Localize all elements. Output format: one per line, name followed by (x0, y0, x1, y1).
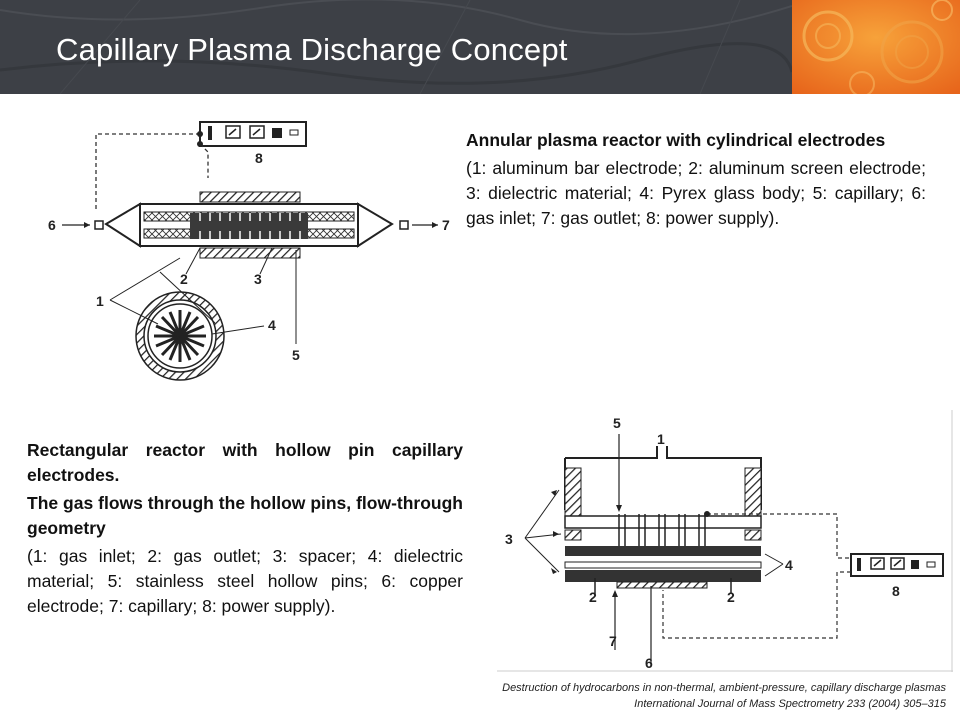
citation-line-1: Destruction of hydrocarbons in non-therm… (502, 682, 946, 694)
decorative-orange-pattern (792, 0, 960, 94)
label-5: 5 (613, 415, 621, 431)
label-7: 7 (609, 633, 617, 649)
annular-caption: Annular plasma reactor with cylindrical … (466, 128, 926, 234)
label-2-left: 2 (589, 589, 597, 605)
label-8: 8 (892, 583, 900, 599)
rectangular-heading: Rectangular reactor with hollow pin capi… (27, 440, 463, 485)
slide-header: Capillary Plasma Discharge Concept (0, 0, 960, 94)
label-5: 5 (292, 347, 300, 363)
citation: Destruction of hydrocarbons in non-therm… (306, 680, 946, 712)
label-2-right: 2 (727, 589, 735, 605)
label-1: 1 (657, 431, 665, 447)
label-6: 6 (645, 655, 653, 671)
power-supply-8 (199, 121, 307, 147)
label-8: 8 (255, 150, 263, 166)
reactor-cross-section (135, 291, 225, 381)
power-supply-8 (850, 553, 944, 577)
slide-title: Capillary Plasma Discharge Concept (56, 32, 568, 67)
annular-reactor-diagram: 8 6 7 1 2 3 4 5 (48, 121, 450, 381)
rectangular-caption: Rectangular reactor with hollow pin capi… (27, 438, 463, 622)
rectangular-reactor-diagram: 5 1 3 4 2 2 7 6 8 (497, 410, 953, 672)
rectangular-description: (1: gas inlet; 2: gas outlet; 3: spacer;… (27, 546, 463, 616)
label-1: 1 (96, 293, 104, 309)
label-3: 3 (254, 271, 262, 287)
rectangular-subheading: The gas flows through the hollow pins, f… (27, 493, 463, 538)
label-4: 4 (785, 557, 793, 573)
annular-description: (1: aluminum bar electrode; 2: aluminum … (466, 158, 926, 228)
header-texture (0, 0, 792, 94)
annular-heading: Annular plasma reactor with cylindrical … (466, 130, 886, 150)
label-2: 2 (180, 271, 188, 287)
label-4: 4 (268, 317, 276, 333)
label-6: 6 (48, 217, 56, 233)
citation-line-2: International Journal of Mass Spectromet… (634, 698, 946, 710)
label-3: 3 (505, 531, 513, 547)
label-7: 7 (442, 217, 450, 233)
